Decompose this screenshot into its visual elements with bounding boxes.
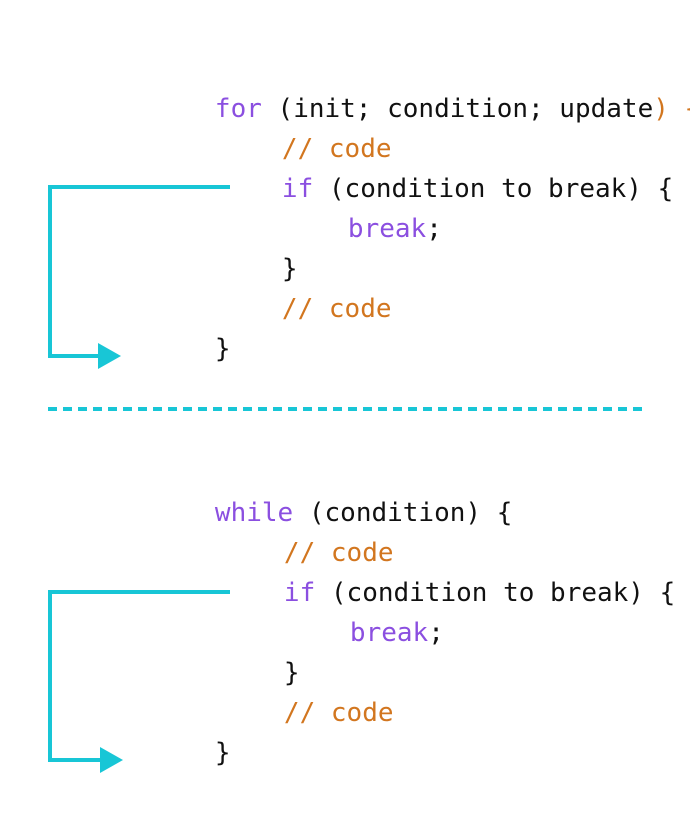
for-comment-top: // code [281,134,392,164]
for-break-semicolon: ; [426,214,442,244]
for-if-keyword: if [281,174,314,204]
for-comment-bottom: // code [281,294,392,324]
while-header-text: (condition) { [293,498,513,528]
while-comment-top: // code [283,538,394,568]
for-if-close-brace: } [281,254,298,284]
while-line-6: // code [190,653,394,728]
while-close-brace: } [214,738,231,768]
for-if-condition: (condition to break) { [313,174,674,204]
while-line-1: while (condition) { [121,453,512,528]
while-keyword: while [214,498,294,528]
for-header-close: ) { [653,94,690,124]
for-break-keyword: break [347,214,427,244]
for-line-6: // code [188,249,392,324]
for-line-3: if (condition to break) { [188,129,673,204]
while-break-semicolon: ; [428,618,444,648]
for-header-text: (init; condition; update [261,94,654,124]
while-if-close-brace: } [283,658,300,688]
while-if-keyword: if [283,578,316,608]
while-comment-bottom: // code [283,698,394,728]
while-line-4: break; [256,573,444,648]
for-line-7: } [121,289,231,364]
while-line-7: } [121,693,231,768]
while-line-5: } [190,613,300,688]
while-break-arrow-head [100,747,123,773]
while-line-2: // code [190,493,394,568]
for-line-4: break; [254,169,442,244]
while-line-3: if (condition to break) { [190,533,675,608]
for-line-2: // code [188,89,392,164]
for-close-brace: } [214,334,231,364]
while-if-condition: (condition to break) { [315,578,676,608]
for-line-1: for (init; condition; update) { [121,49,690,124]
while-break-keyword: break [349,618,429,648]
for-line-5: } [188,209,298,284]
for-break-arrow-head [98,343,121,369]
for-keyword: for [214,94,262,124]
